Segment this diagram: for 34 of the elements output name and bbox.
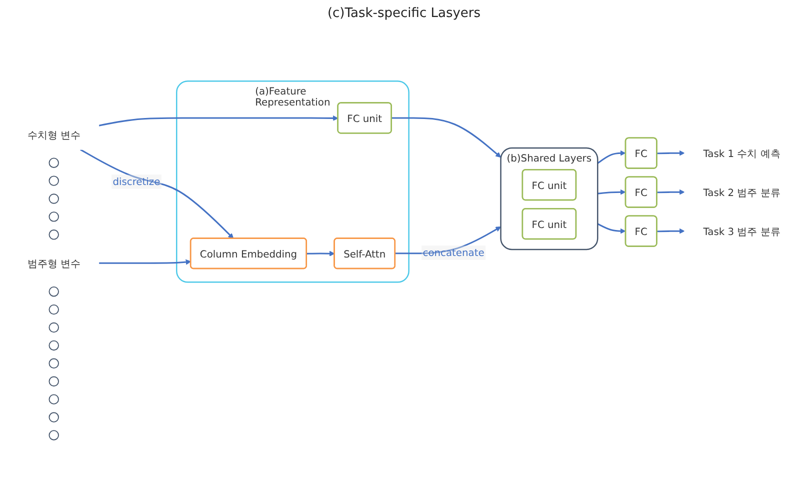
node-circle: [48, 230, 59, 240]
arrow: [597, 150, 626, 164]
arrow: [656, 189, 685, 195]
node-text: Task 1 수치 예측: [703, 149, 780, 160]
arrow: [391, 117, 502, 158]
node-circle: [48, 194, 59, 204]
node-circle: [48, 340, 59, 351]
section-heading: (c)Task-specific Lasyers: [327, 6, 481, 20]
node-circle: [48, 212, 59, 222]
arrow: [394, 226, 502, 254]
edge-label: discretize: [112, 177, 160, 188]
arrow: [597, 223, 626, 234]
node-text: Task 3 범주 분류: [703, 227, 780, 238]
arrow: [98, 259, 192, 265]
node-circle: [48, 158, 59, 168]
node-circle: [48, 176, 59, 186]
node-circle: [48, 286, 59, 297]
node-circle: [48, 430, 59, 440]
node-text: 범주형 변수: [27, 259, 80, 270]
arrow: [98, 115, 338, 126]
arrow: [656, 150, 685, 156]
arrow: [598, 189, 626, 195]
edge-label: concatenate: [422, 248, 484, 260]
node-circle: [48, 358, 59, 369]
node-text: Task 2 범주 분류: [703, 188, 780, 200]
node-circle: [48, 322, 59, 333]
node-text: 수치형 변수: [27, 130, 80, 142]
arrow: [80, 148, 234, 239]
node-circle: [48, 394, 59, 404]
node-circle: [48, 304, 59, 315]
arrow: [656, 228, 685, 234]
arrow: [306, 250, 335, 256]
node-circle: [48, 412, 59, 422]
node-circle: [48, 376, 59, 386]
